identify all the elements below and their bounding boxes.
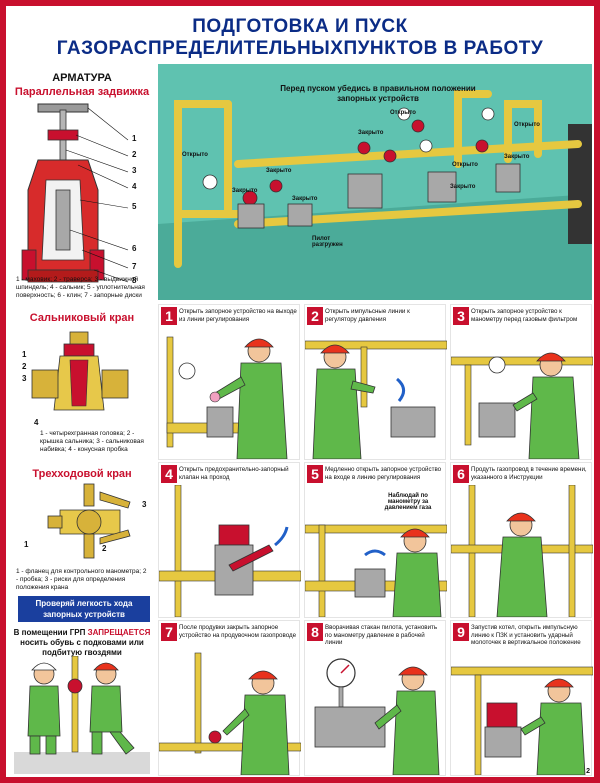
- step-illustration: [314, 658, 440, 775]
- salnik-valve-illustration: [31, 331, 129, 411]
- warning-part-2: носить обувь с подковами или подбитую гв…: [20, 638, 144, 657]
- step-4: 4 Открыть предохранительно-запорный клап…: [158, 462, 301, 618]
- step-text: После продувки закрыть запорное устройст…: [179, 624, 297, 639]
- trekh-num-2: 2: [102, 544, 107, 553]
- parallel-num-4: 4: [132, 182, 137, 191]
- step-9: 9 Запустив котел, открыть импульсную лин…: [450, 620, 593, 776]
- salnik-num-4: 4: [34, 418, 39, 427]
- step-illustration: [451, 666, 593, 775]
- warning-forbidden: ЗАПРЕЩАЕТСЯ: [87, 628, 151, 637]
- armatura-heading: АРМАТУРА: [52, 72, 112, 84]
- step-6: 6 Продуть газопровод в течение времени, …: [450, 462, 593, 618]
- step-illustration: [451, 352, 593, 459]
- parallel-num-3: 3: [132, 166, 137, 175]
- parallel-num-5: 5: [132, 202, 137, 211]
- salnik-num-3: 3: [22, 374, 27, 383]
- salnik-num-2: 2: [22, 362, 27, 371]
- warning-text: В помещении ГРП ЗАПРЕЩАЕТСЯ носить обувь…: [10, 628, 154, 658]
- step-number: 8: [307, 623, 323, 641]
- parallel-num-6: 6: [132, 244, 137, 253]
- parallel-num-2: 2: [132, 150, 137, 159]
- step-2: 2 Открыть импульсные линии к регулятору …: [304, 304, 447, 460]
- step-number: 2: [307, 307, 323, 325]
- step-illustration: [159, 485, 301, 617]
- scene-label-closed-3: Закрыто: [292, 196, 318, 202]
- trekh-num-1: 1: [24, 540, 29, 549]
- trekh-valve-illustration: [47, 483, 131, 559]
- step-text: Вворачивая стакан пилота, установить по …: [325, 624, 438, 646]
- step-illustration: [159, 652, 301, 775]
- step-7: 7 После продувки закрыть запорное устрой…: [158, 620, 301, 776]
- armatura-panel: АРМАТУРА Параллельная задвижка: [10, 64, 154, 624]
- scene-label-open-4: Открыто: [514, 122, 540, 128]
- step-3: 3 Открыть запорное устройство к манометр…: [450, 304, 593, 460]
- title-line-2: ГАЗОРАСПРЕДЕЛИТЕЛЬНЫХПУНКТОВ В РАБОТУ: [56, 38, 544, 59]
- scene-label-pilot: Пилот разгружен: [312, 236, 343, 248]
- title-line-1: ПОДГОТОВКА И ПУСК: [192, 16, 408, 37]
- scene-label-closed-4: Закрыто: [358, 130, 384, 136]
- parallel-num-8: 8: [132, 276, 137, 285]
- warning-panel: В помещении ГРП ЗАПРЕЩАЕТСЯ носить обувь…: [10, 626, 154, 776]
- step-illustration: [305, 524, 447, 617]
- trekh-heading: Трехходовой кран: [32, 468, 132, 480]
- step-1: 1 Открыть запорное устройство на выходе …: [158, 304, 300, 460]
- step-5: 5 Медленно открыть запорное устройство н…: [304, 462, 447, 618]
- parallel-valve-illustration: [21, 103, 129, 283]
- step-text: Продуть газопровод в течение времени, ук…: [471, 466, 587, 481]
- scene-label-closed-1: Закрыто: [232, 188, 258, 194]
- step-text: Открыть запорное устройство на выходе из…: [179, 308, 297, 323]
- scene-label-open-2: Открыто: [390, 110, 416, 116]
- salnik-num-1: 1: [22, 350, 27, 359]
- salnik-legend: 1 - четырехгранная головка; 2 - крышка с…: [40, 430, 144, 453]
- step-text: Медленно открыть запорное устройство на …: [325, 466, 442, 481]
- step-illustration: [166, 336, 288, 459]
- step-illustration: [305, 340, 447, 459]
- parallel-legend: 1 - маховик; 2 - траверса; 3 - выдвижной…: [16, 276, 145, 299]
- poster: ПОДГОТОВКА И ПУСК ГАЗОРАСПРЕДЕЛИТЕЛЬНЫХП…: [6, 6, 594, 777]
- scene-label-open-1: Открыто: [182, 152, 208, 158]
- scene-label-closed-2: Закрыто: [266, 168, 292, 174]
- salnik-heading: Сальниковый кран: [29, 312, 135, 324]
- trekh-legend: 1 - фланец для контрольного манометра; 2…: [16, 568, 147, 591]
- step-number: 6: [453, 465, 469, 483]
- step-text: Открыть импульсные линии к регулятору да…: [325, 308, 410, 323]
- grp-scene-illustration: [158, 64, 592, 300]
- poster-title: ПОДГОТОВКА И ПУСК ГАЗОРАСПРЕДЕЛИТЕЛЬНЫХП…: [6, 6, 594, 62]
- parallel-num-1: 1: [132, 134, 137, 143]
- step-text: Открыть предохранительно-запорный клапан…: [179, 466, 289, 481]
- parallel-num-7: 7: [132, 262, 137, 271]
- scene-label-open-3: Открыто: [452, 162, 478, 168]
- step-number: 3: [453, 307, 469, 325]
- step-5-extra-note: Наблюдай по манометру за давлением газа: [384, 493, 432, 511]
- step-number: 9: [453, 623, 469, 641]
- parallel-valve-heading: Параллельная задвижка: [14, 86, 150, 98]
- step-number: 5: [307, 465, 323, 483]
- step-number: 1: [161, 307, 177, 325]
- step-8: 8 Вворачивая стакан пилота, установить п…: [304, 620, 446, 776]
- step-text: Запустив котел, открыть импульсную линию…: [471, 624, 581, 646]
- scene-label-closed-6: Закрыто: [504, 154, 530, 160]
- warning-part-1: В помещении ГРП: [13, 628, 88, 637]
- workers-illustration: [14, 656, 150, 774]
- check-valves-banner: Проверяй легкость хода запорных устройст…: [18, 596, 150, 622]
- scene-label-closed-5: Закрыто: [450, 184, 476, 190]
- trekh-num-3: 3: [142, 500, 147, 509]
- step-number: 7: [161, 623, 177, 641]
- step-illustration: [451, 485, 593, 617]
- page-number: 2: [586, 768, 590, 775]
- grp-scene: Перед пуском убедись в правильном положе…: [158, 64, 592, 300]
- step-number: 4: [161, 465, 177, 483]
- scene-note: Перед пуском убедись в правильном положе…: [280, 84, 476, 103]
- step-text: Открыть запорное устройство к манометру …: [471, 308, 578, 323]
